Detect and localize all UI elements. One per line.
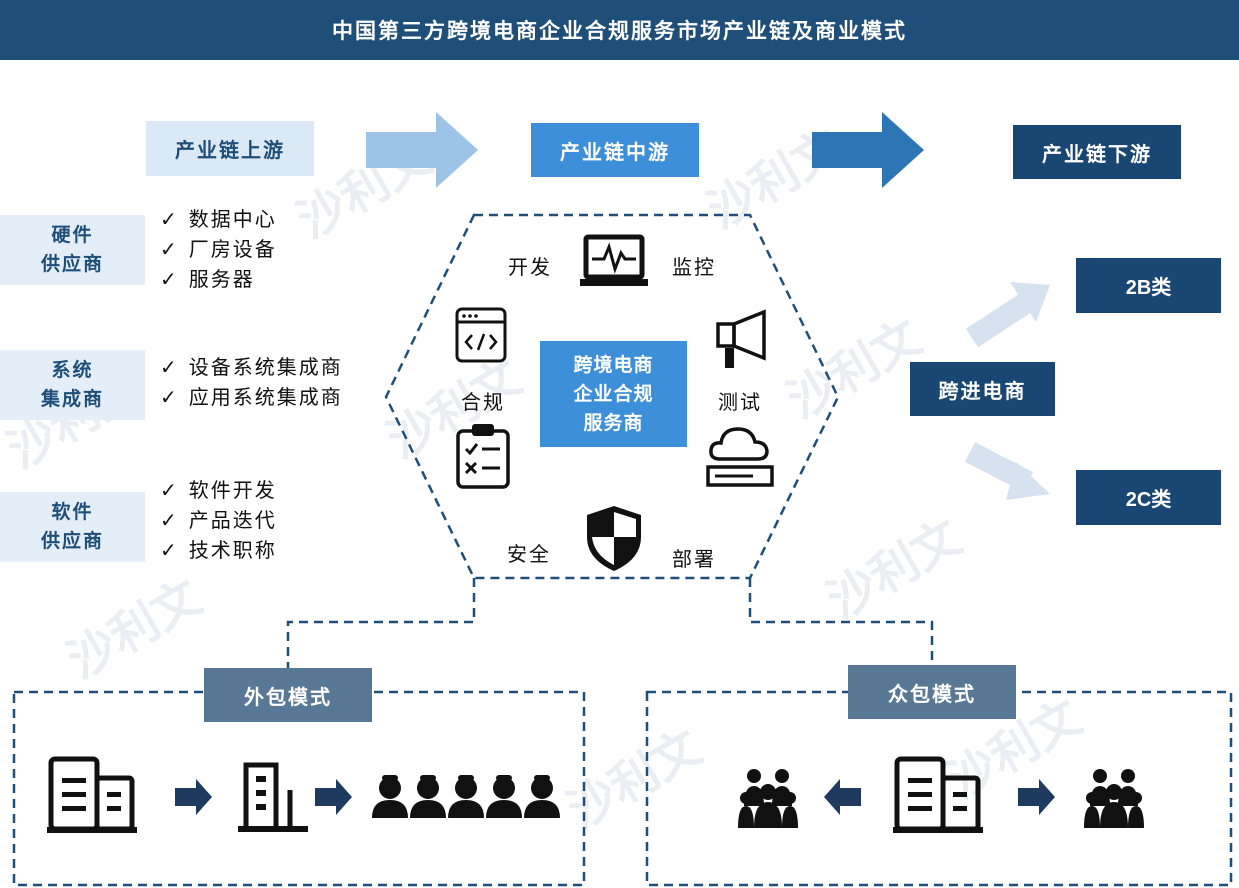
mode-outsourcing: 外包模式 (204, 668, 372, 722)
list-item: ✓产品迭代 (160, 508, 277, 532)
list-item: ✓软件开发 (160, 478, 277, 502)
service-deploy: 部署 (672, 547, 716, 571)
supplier-label: 集成商 (40, 388, 104, 410)
arrow-right-icon (175, 779, 212, 815)
service-security: 安全 (507, 542, 551, 566)
stage-upstream: 产业链上游 (146, 121, 314, 176)
clipboard-check-icon (456, 424, 510, 489)
downstream-2c: 2C类 (1076, 470, 1221, 525)
monitor-pulse-icon (580, 234, 648, 286)
supplier-label: 供应商 (40, 530, 104, 552)
list-item: ✓厂房设备 (160, 237, 277, 261)
code-window-icon (455, 307, 507, 363)
mode-crowdsourcing: 众包模式 (848, 665, 1016, 719)
check-icon: ✓ (160, 508, 179, 532)
supplier-label: 软件 (51, 501, 94, 523)
check-icon: ✓ (160, 478, 179, 502)
arrow-right-icon (366, 112, 478, 188)
connector-outsourcing (286, 578, 476, 668)
supplier-items-system: ✓设备系统集成商 ✓应用系统集成商 (160, 352, 343, 412)
check-icon: ✓ (160, 355, 179, 379)
page-title: 中国第三方跨境电商企业合规服务市场产业链及商业模式 (0, 0, 1239, 60)
supplier-label: 系统 (51, 359, 94, 381)
arrow-up-right-icon (965, 282, 1050, 348)
crowd-icon (738, 769, 798, 828)
supplier-items-hardware: ✓数据中心 ✓厂房设备 ✓服务器 (160, 204, 277, 294)
stage-midstream: 产业链中游 (531, 123, 699, 177)
list-item: ✓设备系统集成商 (160, 355, 343, 379)
service-develop: 开发 (508, 255, 552, 279)
arrow-right-icon (812, 112, 924, 188)
supplier-label: 供应商 (40, 253, 104, 275)
check-icon: ✓ (160, 385, 179, 409)
list-item: ✓服务器 (160, 267, 255, 291)
team-row-icon (372, 775, 560, 818)
service-monitor: 监控 (672, 255, 716, 279)
tower-icon (238, 762, 308, 832)
center-line: 跨境电商 (573, 353, 654, 376)
downstream-crossborder: 跨进电商 (910, 362, 1055, 416)
cloud-server-icon (706, 427, 774, 487)
list-item: ✓应用系统集成商 (160, 385, 343, 409)
check-icon: ✓ (160, 538, 179, 562)
arrow-right-icon (315, 779, 352, 815)
supplier-software: 软件供应商 (0, 492, 145, 562)
check-icon: ✓ (160, 237, 179, 261)
arrow-left-icon (824, 779, 861, 815)
crowdsourcing-box (645, 690, 1233, 887)
center-line: 企业合规 (573, 382, 654, 405)
list-item: ✓技术职称 (160, 538, 277, 562)
building-icon (893, 756, 983, 833)
downstream-2b: 2B类 (1076, 258, 1221, 313)
stage-downstream: 产业链下游 (1013, 125, 1181, 179)
check-icon: ✓ (160, 267, 179, 291)
center-service-provider: 跨境电商 企业合规 服务商 (540, 341, 687, 447)
center-line: 服务商 (583, 411, 644, 434)
building-icon (47, 756, 137, 833)
supplier-label: 硬件 (51, 224, 94, 246)
arrow-right-icon (1018, 779, 1055, 815)
connector-crowdsourcing (748, 578, 934, 668)
service-compliance: 合规 (461, 390, 505, 414)
service-test: 测试 (718, 390, 762, 414)
megaphone-icon (716, 309, 766, 368)
shield-icon (587, 506, 641, 571)
supplier-items-software: ✓软件开发 ✓产品迭代 ✓技术职称 (160, 475, 277, 565)
supplier-system-integrator: 系统集成商 (0, 350, 145, 420)
supplier-hardware: 硬件供应商 (0, 215, 145, 285)
list-item: ✓数据中心 (160, 207, 277, 231)
check-icon: ✓ (160, 207, 179, 231)
crowd-icon (1084, 769, 1144, 828)
arrow-down-right-icon (964, 442, 1050, 500)
